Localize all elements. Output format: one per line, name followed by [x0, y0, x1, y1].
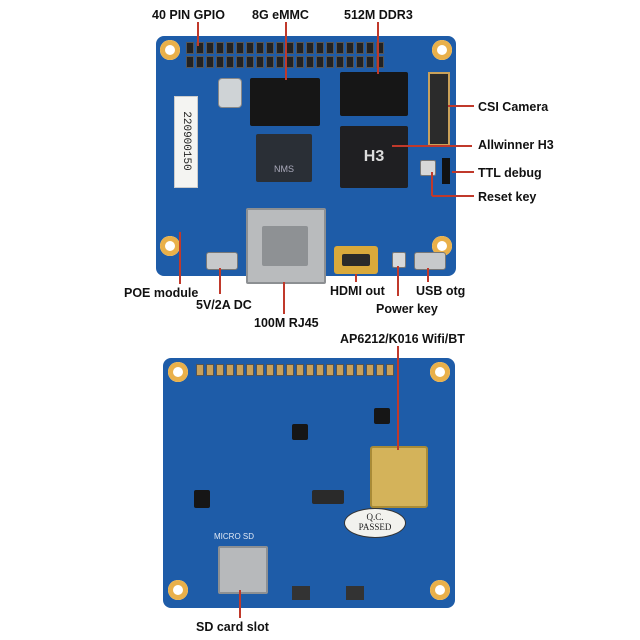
mounting-hole: [160, 236, 180, 256]
label-ttl: TTL debug: [478, 166, 542, 180]
resistor-array: [312, 490, 344, 504]
label-ddr3: 512M DDR3: [344, 8, 413, 22]
mounting-hole: [432, 40, 452, 60]
gpio-solder-row: [196, 364, 394, 376]
emmc-chip: [250, 78, 320, 126]
dc-port: [206, 252, 238, 270]
label-wifi: AP6212/K016 Wifi/BT: [340, 332, 465, 346]
ethernet-chip-mark: NMS: [274, 164, 294, 174]
hdmi-socket: [342, 254, 370, 266]
edge-connector: [292, 586, 310, 600]
label-dc: 5V/2A DC: [196, 298, 252, 312]
label-sd: SD card slot: [196, 620, 269, 634]
qc-stamp-top: Q.C.: [366, 512, 384, 522]
mounting-hole: [430, 580, 450, 600]
rj45-jack: [246, 208, 326, 284]
ttl-pins: [442, 158, 450, 184]
mounting-hole: [168, 362, 188, 382]
rj45-socket: [262, 226, 308, 266]
label-hdmi: HDMI out: [330, 284, 385, 298]
regulator-chip: [194, 490, 210, 508]
gpio-header: [186, 42, 384, 54]
wifi-module: [370, 446, 428, 508]
edge-connector: [346, 586, 364, 600]
inductor: [374, 408, 390, 424]
capacitor: [218, 78, 242, 108]
label-usb: USB otg: [416, 284, 466, 298]
qc-stamp: Q.C. PASSED: [344, 508, 406, 538]
label-soc: Allwinner H3: [478, 138, 554, 152]
mounting-hole: [168, 580, 188, 600]
label-gpio: 40 PIN GPIO: [152, 8, 225, 22]
label-csi: CSI Camera: [478, 100, 549, 114]
soc-chip: H3: [340, 126, 408, 188]
label-emmc: 8G eMMC: [252, 8, 309, 22]
label-reset: Reset key: [478, 190, 537, 204]
usb-otg-port: [414, 252, 446, 270]
sd-card-slot: [218, 546, 268, 594]
qc-stamp-bottom: PASSED: [358, 522, 392, 532]
mounting-hole: [430, 362, 450, 382]
mounting-hole: [432, 236, 452, 256]
ethernet-chip: NMS: [256, 134, 312, 182]
serial-sticker: 220900150: [174, 96, 198, 188]
inductor: [292, 424, 308, 440]
mounting-hole: [160, 40, 180, 60]
sd-silkscreen: MICRO SD: [214, 532, 254, 541]
label-poe: POE module: [124, 286, 199, 300]
soc-chip-mark: H3: [363, 148, 385, 165]
label-rj45: 100M RJ45: [254, 316, 319, 330]
gpio-header-row2: [186, 56, 384, 68]
ddr3-chip: [340, 72, 408, 116]
label-power: Power key: [376, 302, 438, 316]
